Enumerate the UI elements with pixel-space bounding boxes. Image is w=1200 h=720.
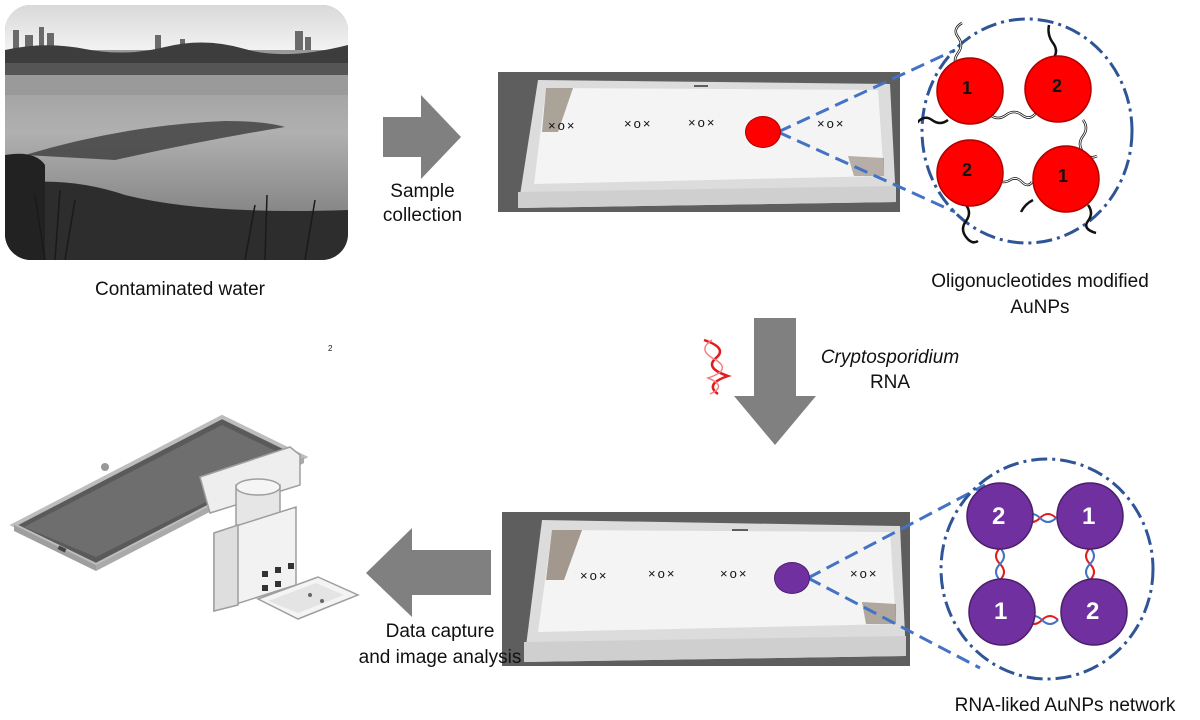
top-particle-1: 1 (962, 78, 973, 98)
top-particle-4: 1 (1058, 166, 1069, 186)
rna-network-label: RNA-liked AuNPs network (954, 695, 1176, 716)
arrow-right-sample (383, 95, 461, 179)
tray-bottom-mark-3: ×o× (720, 566, 749, 581)
oligo-aunps-zoom-circle (918, 17, 1134, 245)
sample-collection-label: Sample collection (382, 181, 463, 226)
arrow-left-data (366, 528, 491, 617)
cryptosporidium-label: Cryptosporidium (820, 347, 960, 368)
bottom-particle-1: 2 (992, 503, 1006, 530)
rna-network-zoom-circle (939, 457, 1155, 681)
purple-test-spot (774, 562, 810, 594)
rna-helix-icon (703, 338, 732, 396)
arrow-down-rna (734, 318, 816, 445)
tray-top-mark-2: ×o× (624, 116, 653, 131)
top-particle-2: 2 (1052, 76, 1063, 96)
oligo-label-line1: Oligonucleotides modified (931, 271, 1149, 292)
contaminated-water-label: Contaminated water (94, 279, 266, 300)
tray-bottom-mark-1: ×o× (580, 568, 609, 583)
rna-label: RNA (869, 372, 911, 393)
test-tray-bottom (502, 512, 910, 666)
oligo-label-line2: AuNPs (1010, 297, 1070, 318)
test-tray-top (498, 72, 900, 212)
bottom-particle-2: 1 (1082, 503, 1096, 530)
tray-top-mark-4: ×o× (817, 116, 846, 131)
tray-bottom-mark-2: ×o× (648, 566, 677, 581)
stray-mark: 2 (328, 344, 333, 353)
contaminated-water-photo (5, 5, 348, 260)
data-capture-label-line2: and image analysis (358, 647, 522, 668)
bottom-particle-4: 2 (1086, 598, 1100, 625)
red-test-spot (745, 116, 781, 148)
tray-top-mark-1: ×o× (548, 118, 577, 133)
top-particle-3: 2 (962, 160, 973, 180)
tray-bottom-mark-4: ×o× (850, 566, 879, 581)
data-capture-label-line1: Data capture (385, 621, 495, 642)
tray-top-mark-3: ×o× (688, 115, 717, 130)
bottom-particle-3: 1 (994, 598, 1008, 625)
smartphone-reader-device (9, 414, 360, 620)
